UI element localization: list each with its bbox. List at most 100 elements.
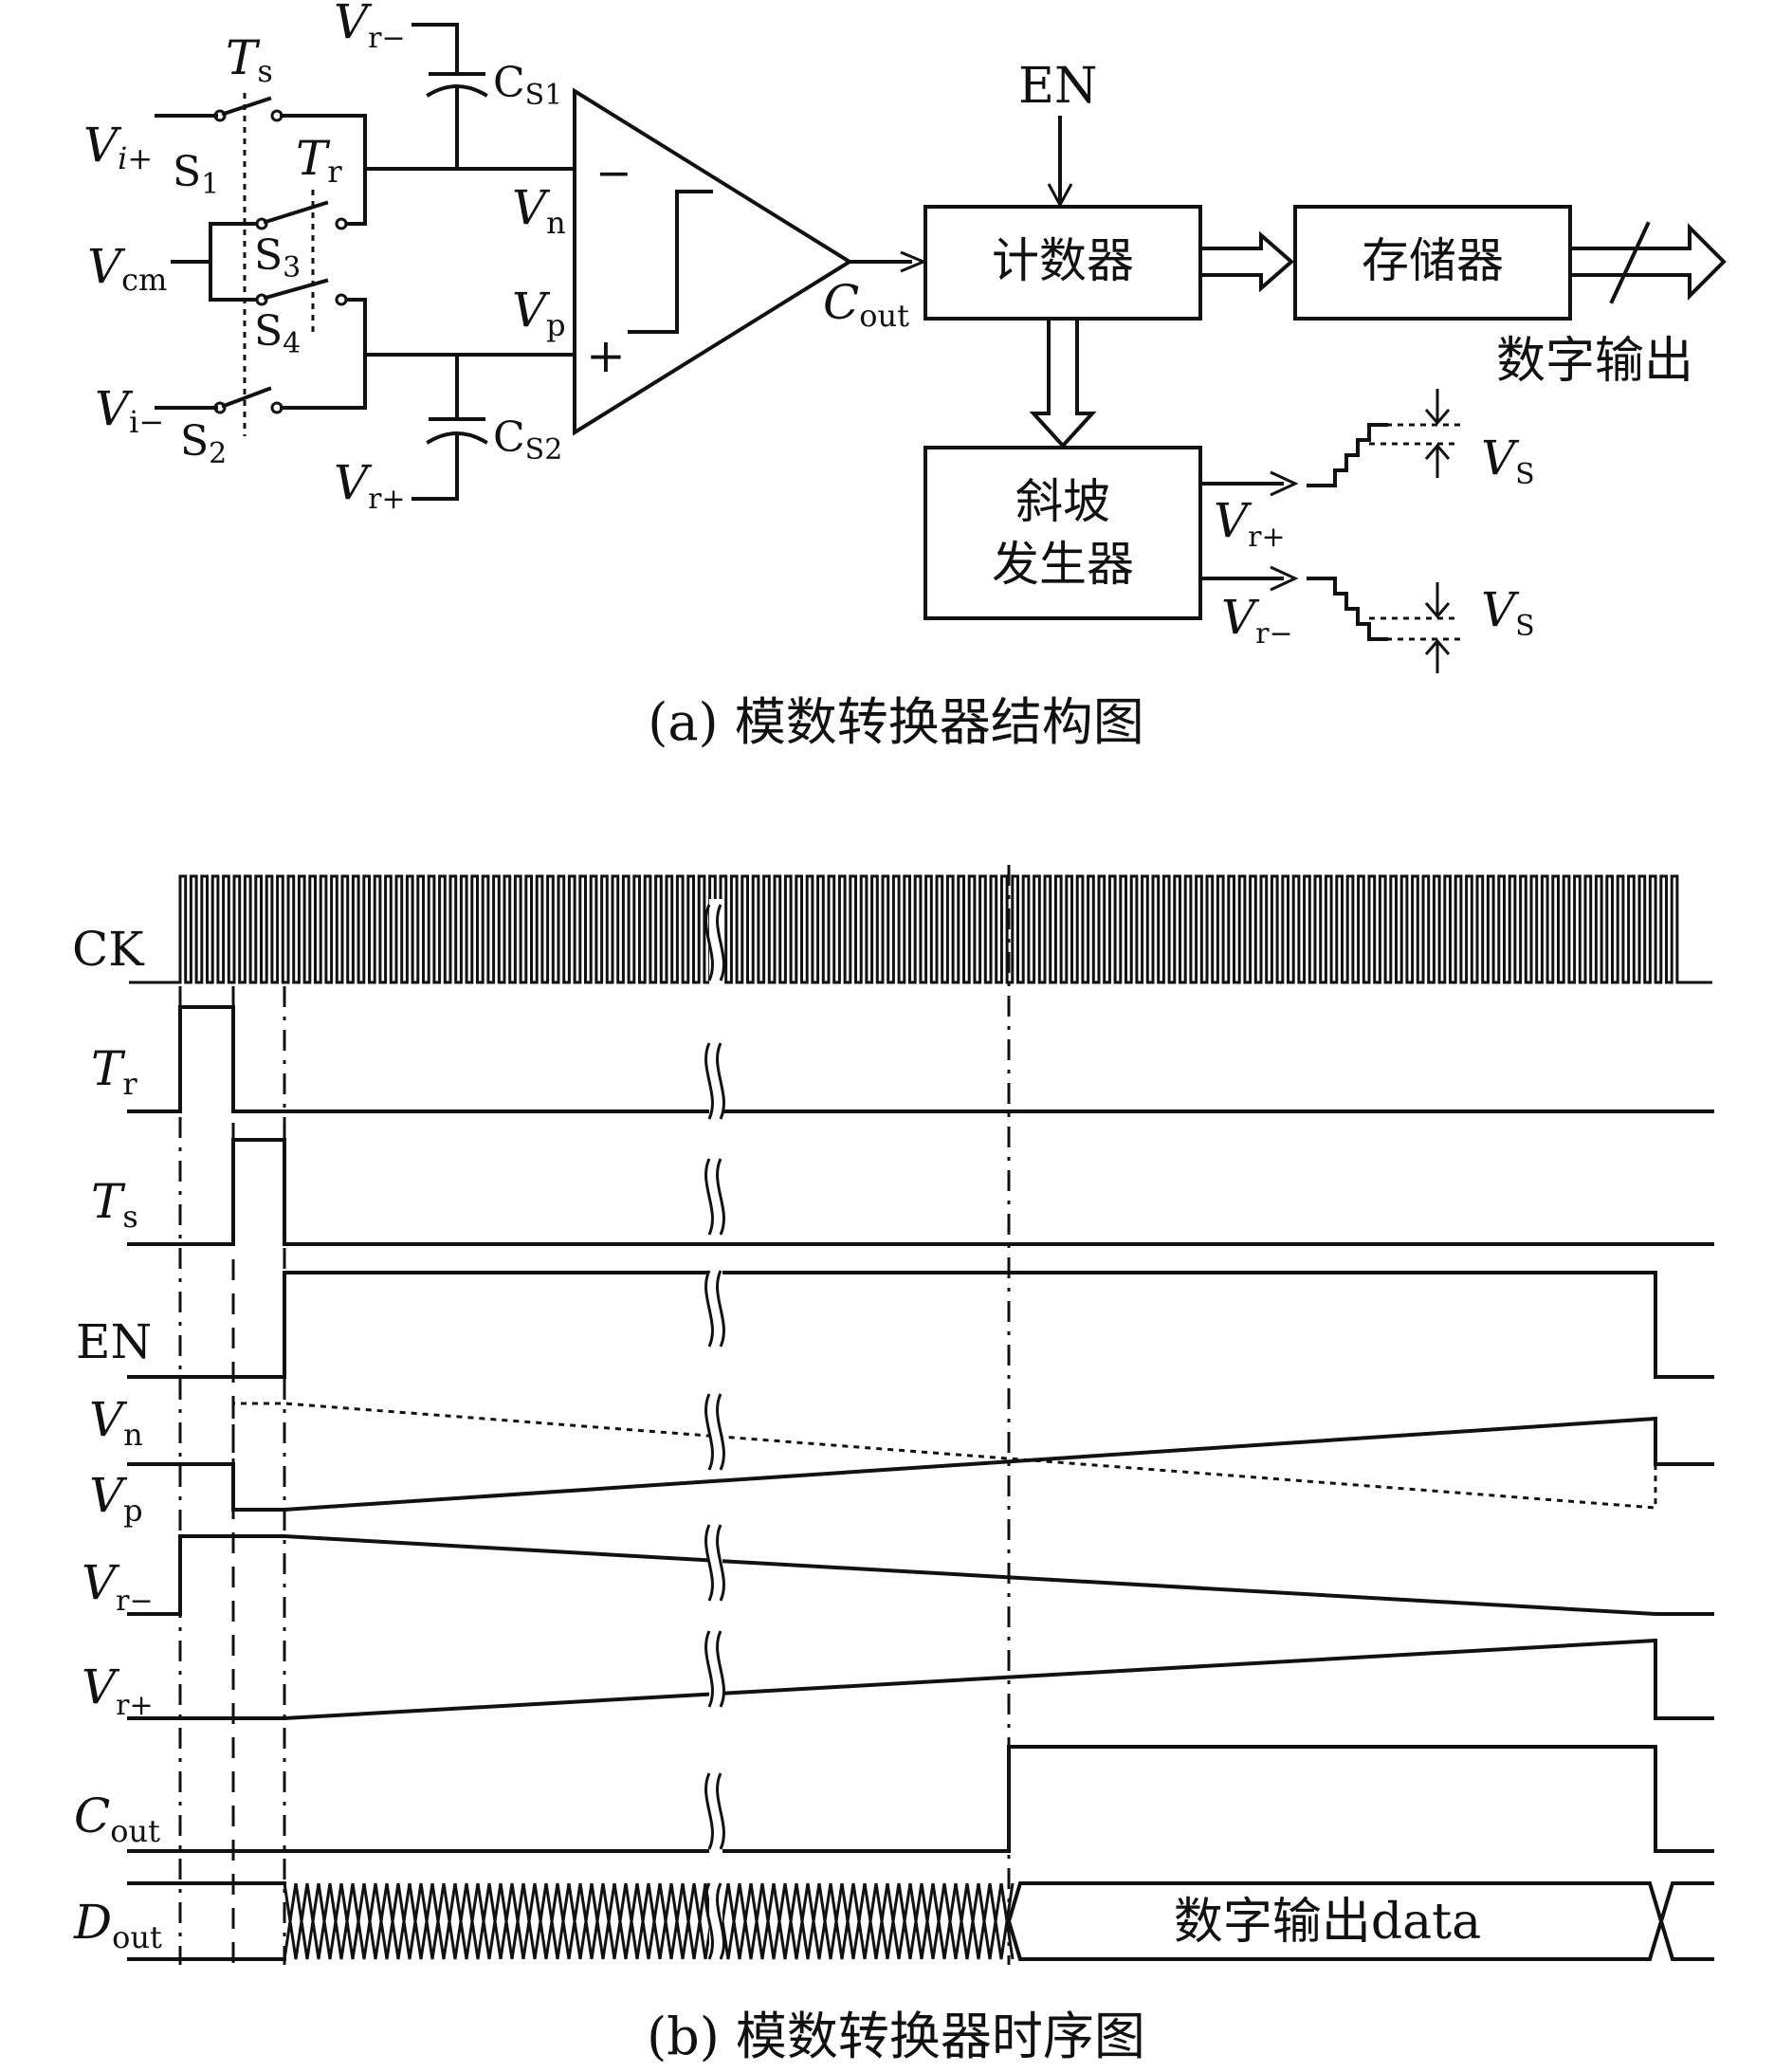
label-s1: S1: [173, 148, 219, 201]
break-mark-line: [716, 904, 725, 981]
break-mark-line: [716, 1158, 725, 1236]
dout-transition-waveform: [283, 1882, 1015, 1960]
timing-label-cout: Cout: [74, 1788, 160, 1849]
switch-s1-contact-left: [213, 109, 227, 122]
break-mark-line: [716, 1524, 725, 1602]
wire-node-n: [345, 167, 576, 226]
wire-vcm: [171, 222, 258, 302]
break-mark-line: [704, 1270, 714, 1348]
break-mark-line: [704, 1772, 714, 1850]
label-vi-minus: Vi−: [95, 381, 164, 440]
comparator-step-symbol: [628, 190, 713, 334]
counter-label: 计数器: [992, 233, 1134, 288]
memory-block: [1293, 205, 1572, 321]
adc-timing-diagram: CK Tr Ts EN Vn Vp Vr− Vr+ Cout Dout 数字输出…: [72, 865, 1714, 1965]
switch-s3-contact-right: [335, 217, 348, 230]
wire-node-p: [345, 298, 576, 357]
label-vr-minus-top: Vr−: [334, 0, 406, 55]
switch-s4-blade: [263, 278, 329, 301]
vr-plus-waveform: [127, 1638, 1714, 1720]
label-vi-plus: Vi+: [83, 118, 153, 176]
dout-bus-data: [1006, 1881, 1714, 1961]
vs-top-arrow-down: [1424, 389, 1451, 426]
ramp-generator-block: [923, 446, 1202, 620]
bus-slash: [1609, 221, 1651, 304]
arrow-ramp-vr-minus: [1270, 565, 1299, 592]
ramp-generator-label-line1: 斜坡: [1015, 474, 1110, 529]
label-vs-top: VS: [1481, 431, 1535, 491]
vs-top-arrow-up: [1424, 443, 1451, 478]
counter-block: [923, 205, 1202, 321]
memory-label: 存储器: [1362, 233, 1504, 288]
timing-label-vr-plus: Vr+: [82, 1659, 154, 1722]
timing-label-vr-minus: Vr−: [82, 1555, 154, 1618]
caption-b: (b) 模数转换器时序图: [647, 2007, 1145, 2066]
timing-label-dout: Dout: [73, 1895, 162, 1955]
label-en: EN: [1018, 58, 1097, 115]
label-cs1: CS1: [493, 59, 562, 112]
staircase-down: [1307, 577, 1388, 641]
label-ramp-vr-plus: Vr+: [1214, 493, 1286, 554]
timing-label-ck: CK: [72, 922, 145, 977]
timing-label-vp: Vp: [89, 1468, 143, 1529]
label-vn: Vn: [512, 180, 566, 241]
label-s3: S3: [254, 231, 301, 284]
label-cout: Cout: [823, 275, 909, 334]
break-mark-line: [704, 1158, 714, 1236]
label-vs-bottom: VS: [1481, 582, 1535, 643]
label-ramp-vr-minus: Vr−: [1221, 590, 1293, 651]
staircase-up: [1307, 423, 1388, 487]
switch-s3-contact-left: [255, 217, 268, 230]
wire-s1-out: [280, 114, 367, 171]
wire-s2-out: [280, 353, 367, 410]
break-mark-line: [716, 1772, 725, 1850]
wire-cs1-top: [411, 23, 459, 76]
label-vr-plus-bottom: Vr+: [334, 455, 406, 516]
timing-label-vn: Vn: [89, 1392, 143, 1453]
vs-bottom-arrow-up: [1424, 638, 1451, 673]
switch-s2-blade: [221, 386, 272, 409]
en-waveform: [127, 1271, 1714, 1379]
switch-s4-contact-left: [255, 293, 268, 306]
arrow-counter-to-ramp: [1029, 317, 1097, 449]
label-s2: S2: [180, 417, 227, 470]
break-mark-line: [716, 1270, 725, 1348]
comparator-plus-sign: +: [586, 328, 626, 383]
arrow-counter-to-memory: [1198, 230, 1295, 293]
break-mark-line: [704, 1524, 714, 1602]
timing-label-en: EN: [76, 1314, 152, 1369]
timing-label-ts: Ts: [91, 1174, 138, 1235]
switch-s2-contact-left: [213, 401, 227, 414]
label-digital-output: 数字输出: [1496, 333, 1693, 390]
dout-bus-idle: [127, 1881, 286, 1961]
arrow-ramp-vr-plus: [1270, 470, 1299, 497]
vn-waveform-dashed: [231, 1402, 1657, 1510]
ts-waveform: [127, 1138, 1714, 1246]
switch-s1-blade: [221, 96, 272, 117]
switch-s3-blade: [263, 200, 329, 225]
wire-cs2-bottom: [411, 432, 459, 501]
label-cs2: CS2: [493, 413, 562, 467]
label-ts: Ts: [226, 30, 273, 89]
break-mark-line: [716, 1882, 725, 1960]
ck-waveform: [129, 874, 1712, 984]
comparator-minus-sign: −: [595, 147, 632, 198]
adc-structure-diagram: Vi+ Vcm Vi− S1 Ts S3 S4 Tr S2: [83, 0, 1727, 673]
break-mark-line: [716, 1393, 725, 1471]
comparator-triangle: [573, 87, 853, 436]
timing-label-tr: Tr: [91, 1041, 137, 1102]
vr-minus-waveform: [127, 1534, 1714, 1616]
break-mark-line: [716, 1042, 725, 1120]
dout-label-digital-data: 数字输出data: [1174, 1894, 1481, 1951]
vp-waveform-solid: [282, 1416, 1714, 1513]
break-mark-line: [716, 1630, 725, 1708]
tr-waveform: [127, 1005, 1714, 1113]
arrow-digital-output: [1568, 223, 1727, 301]
time-break-marks: [704, 899, 725, 1965]
label-vcm: Vcm: [87, 239, 167, 298]
label-vp: Vp: [512, 283, 566, 343]
label-s4: S4: [254, 307, 301, 360]
caption-a: (a) 模数转换器结构图: [648, 692, 1144, 752]
break-mark-line: [704, 1630, 714, 1708]
cout-waveform: [127, 1745, 1714, 1853]
